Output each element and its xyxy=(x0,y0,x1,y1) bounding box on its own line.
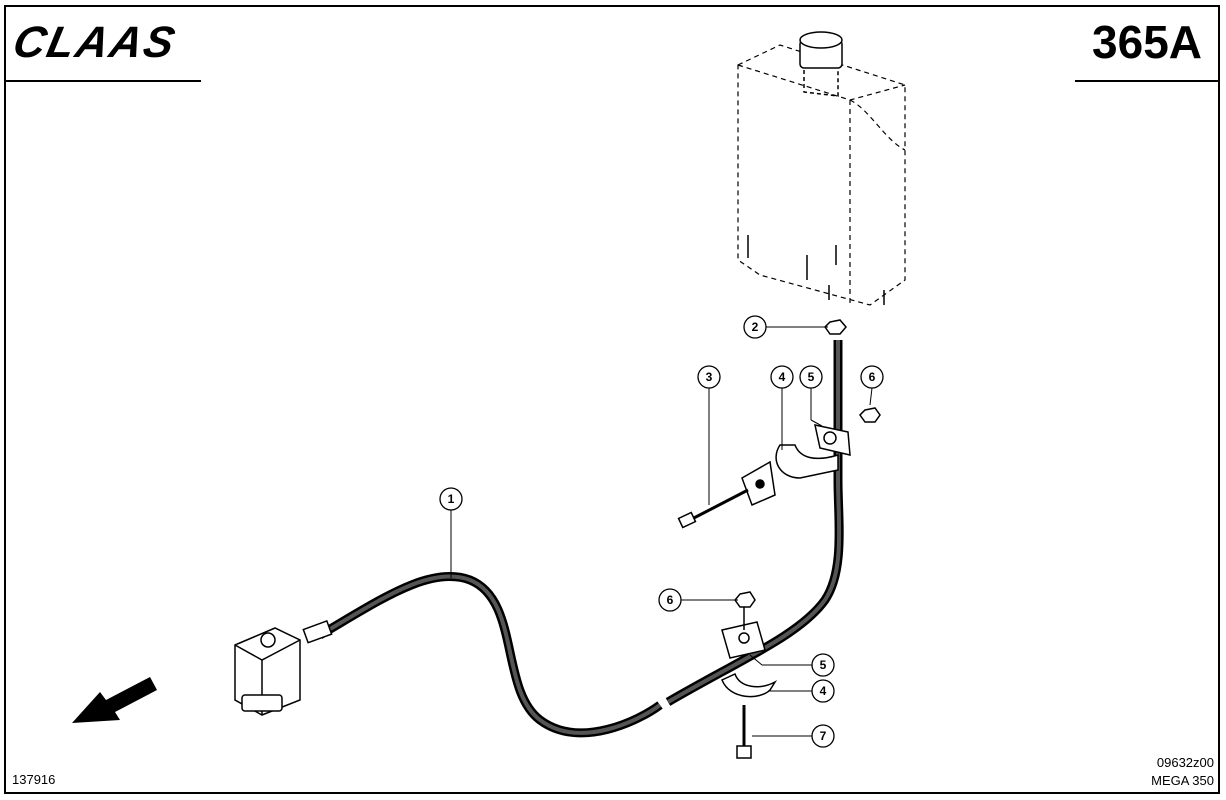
upper-clamp xyxy=(741,424,851,507)
header-rule-right xyxy=(1075,80,1220,82)
bolt-7 xyxy=(736,705,752,759)
callout-3: 3 xyxy=(697,365,721,389)
hose-fitting xyxy=(302,620,333,644)
tank-cap xyxy=(799,31,843,97)
callout-1: 1 xyxy=(439,487,463,511)
svg-text:4: 4 xyxy=(820,684,827,698)
hydraulic-hose xyxy=(317,571,663,738)
nut-6-upper xyxy=(859,407,881,423)
svg-text:5: 5 xyxy=(820,658,827,672)
callout-4-upper: 4 xyxy=(770,365,794,389)
model-name: MEGA 350 xyxy=(1151,773,1214,788)
plate-number: 365A xyxy=(1092,16,1202,68)
lower-clamp xyxy=(721,605,778,698)
svg-text:2: 2 xyxy=(752,320,759,334)
callout-2: 2 xyxy=(743,315,767,339)
svg-text:6: 6 xyxy=(667,593,674,607)
nut-2 xyxy=(824,319,847,335)
drawing-reference: 09632z00 MEGA 350 xyxy=(1151,754,1214,790)
callout-6-lower: 6 xyxy=(658,588,682,612)
header-rule-left xyxy=(4,80,201,82)
tank-studs xyxy=(747,235,885,305)
callout-6-upper: 6 xyxy=(860,365,884,389)
steering-unit xyxy=(234,627,301,716)
callout-7: 7 xyxy=(811,724,835,748)
direction-arrow-icon xyxy=(72,677,157,723)
leader-lines xyxy=(450,326,873,737)
svg-text:3: 3 xyxy=(706,370,713,384)
drawing-code: 09632z00 xyxy=(1156,755,1214,770)
callout-5-lower: 5 xyxy=(811,653,835,677)
figure-number: 137916 xyxy=(12,772,56,787)
svg-text:6: 6 xyxy=(869,370,876,384)
drawing-frame xyxy=(4,5,1220,794)
callout-5-upper: 5 xyxy=(799,365,823,389)
bolt-3 xyxy=(677,488,749,529)
svg-text:5: 5 xyxy=(808,370,815,384)
oil-tank xyxy=(737,44,906,306)
callout-4-lower: 4 xyxy=(811,679,835,703)
svg-text:4: 4 xyxy=(779,370,786,384)
svg-text:1: 1 xyxy=(448,492,455,506)
svg-text:7: 7 xyxy=(820,729,827,743)
